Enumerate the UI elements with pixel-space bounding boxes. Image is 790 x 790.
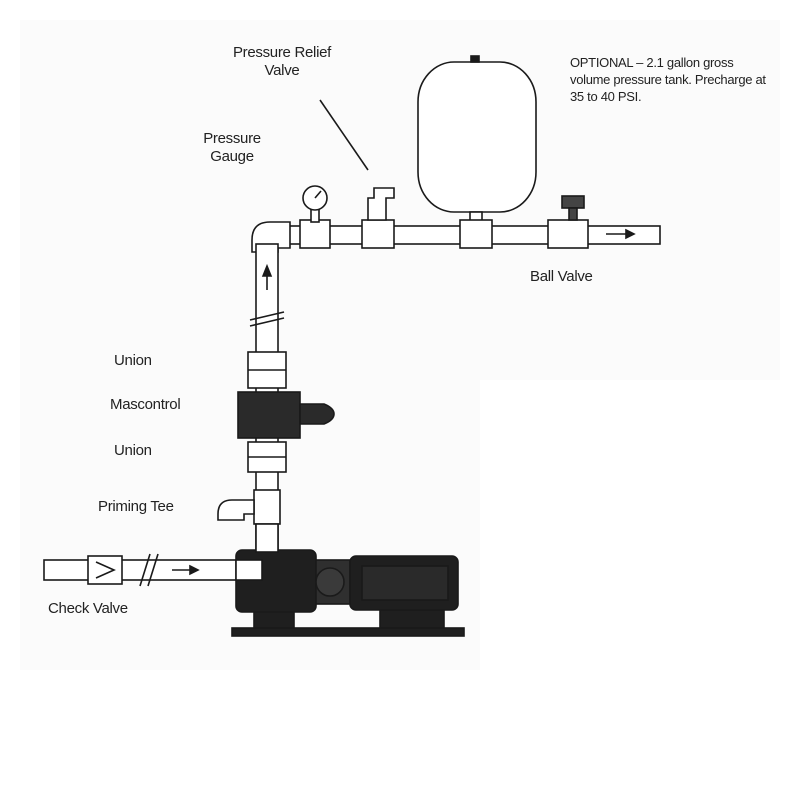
lower-right-blank [480,380,780,670]
pressure-tank [417,61,537,213]
mascontrol-nozzle [299,403,335,425]
suction-break-mark [139,553,151,587]
flow-arrow-riser-head [261,263,273,277]
label-union-bottom: Union [114,442,152,459]
pump-intake-stub [235,559,263,581]
suction-pipe [43,559,239,581]
gauge-needle [314,190,322,199]
flow-arrow-top-head [625,228,636,240]
check-valve [87,555,123,585]
gauge-fitting [299,219,331,249]
label-pressure-gauge: Pressure Gauge [192,130,272,166]
label-union-top: Union [114,352,152,369]
flow-arrow-suction-head [189,564,200,576]
label-ball-valve: Ball Valve [530,268,593,285]
tank-tee [459,219,493,249]
label-optional-note: OPTIONAL – 2.1 gallon gross volume press… [570,55,766,104]
pump-motor-fins [361,565,449,601]
label-pressure-relief-valve-line1: Pressure Relief [232,44,332,61]
check-valve-symbol [95,561,116,579]
relief-valve-leader [319,99,369,171]
label-pressure-relief-valve-line2: Valve [264,62,300,79]
suction-break-mark [147,553,159,587]
label-check-valve: Check Valve [48,600,128,617]
pump-discharge [255,523,279,553]
pump-base-plate [231,627,465,637]
label-mascontrol: Mascontrol [110,396,181,413]
mascontrol-body [237,391,301,439]
ball-valve-body [547,219,589,249]
ball-valve-handle [561,195,585,209]
riser-break-mark [249,317,285,327]
label-pressure-relief-valve: Pressure Relief Valve [212,44,352,80]
label-pressure-gauge-line2: Gauge [210,148,254,165]
pump-shaft-seal [315,567,345,597]
relief-valve-fitting [361,219,395,249]
pressure-relief-valve [367,187,395,221]
riser-break-mark [249,311,285,321]
priming-tee-fitting [253,489,281,525]
pump-foot [379,609,445,629]
label-priming-tee: Priming Tee [98,498,174,515]
ball-valve-stem [568,207,578,221]
priming-tee-arm [217,499,255,521]
tank-top-nub [470,55,480,63]
label-pressure-gauge-line1: Pressure [203,130,261,147]
